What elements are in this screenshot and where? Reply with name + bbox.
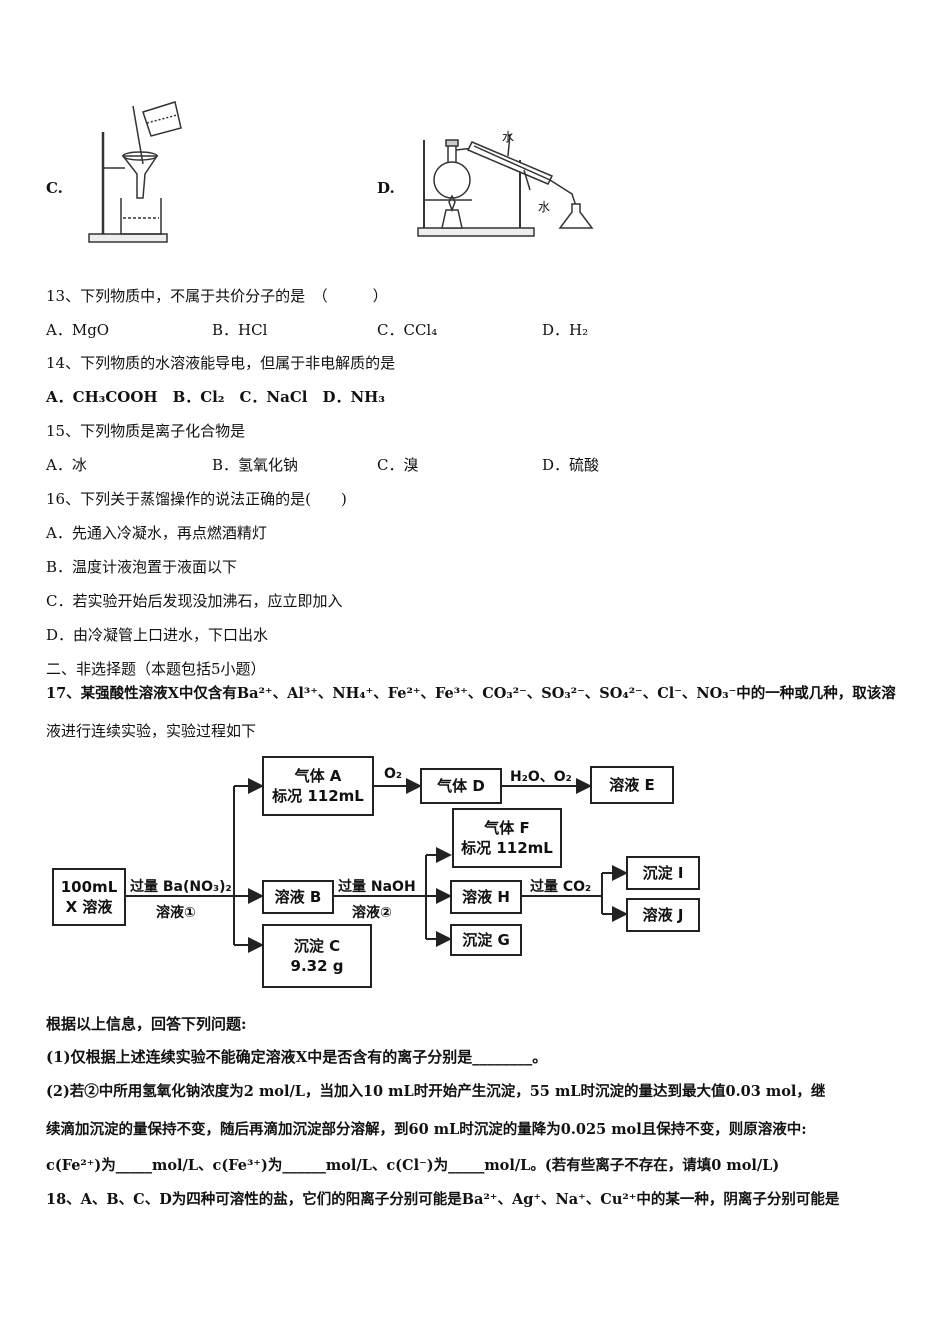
q17-part1: (1)仅根据上述连续实验不能确定溶液X中是否含有的离子分别是________。 bbox=[46, 1048, 548, 1066]
flow-precipitate-c-mass: 9.32 g bbox=[290, 957, 344, 975]
flow-reagent1-name: 过量 Ba(NO₃)₂ bbox=[130, 879, 232, 895]
flow-box-gas-f: 气体 F 标况 112mL bbox=[452, 808, 562, 868]
flow-solution-j-name: 溶液 J bbox=[642, 906, 684, 924]
q16-option-d: D．由冷凝管上口进水，下口出水 bbox=[46, 626, 269, 644]
water-out-label: 水 bbox=[538, 200, 551, 214]
q14-stem: 14、下列物质的水溶液能导电，但属于非电解质的是 bbox=[46, 354, 396, 372]
distillation-apparatus-figure bbox=[417, 133, 594, 237]
flow-reagent1-label: 溶液① bbox=[156, 905, 196, 921]
flow-gas-f-name: 气体 F bbox=[484, 819, 530, 837]
flow-box-precipitate-i: 沉淀 I bbox=[626, 856, 700, 890]
flow-solution-e-name: 溶液 E bbox=[609, 776, 655, 794]
flow-solution-h-name: 溶液 H bbox=[462, 888, 510, 906]
q15-option-b: B．氢氧化钠 bbox=[212, 456, 299, 474]
q17-part2-line2: 续滴加沉淀的量保持不变，随后再滴加沉淀部分溶解，到60 mL时沉淀的量降为0.0… bbox=[46, 1121, 807, 1138]
flow-h2o-o2-label: H₂O、O₂ bbox=[510, 769, 572, 785]
q16-option-c: C．若实验开始后发现没加沸石，应立即加入 bbox=[46, 592, 343, 610]
flow-x-name: X 溶液 bbox=[65, 898, 113, 916]
q16-option-a: A．先通入冷凝水，再点燃酒精灯 bbox=[46, 524, 267, 542]
q15-option-a: A．冰 bbox=[46, 456, 87, 474]
q17-stem-line1: 17、某强酸性溶液X中仅含有Ba²⁺、Al³⁺、NH₄⁺、Fe²⁺、Fe³⁺、C… bbox=[46, 685, 896, 702]
q15-option-c: C．溴 bbox=[377, 456, 419, 474]
flow-box-solution-h: 溶液 H bbox=[450, 880, 522, 914]
q17-part2-line3: c(Fe²⁺)为_____mol/L、c(Fe³⁺)为______mol/L、c… bbox=[46, 1157, 780, 1174]
option-d-label: D. bbox=[377, 179, 395, 197]
q14-options: A．CH₃COOH B．Cl₂ C．NaCl D．NH₃ bbox=[46, 388, 385, 406]
q15-stem: 15、下列物质是离子化合物是 bbox=[46, 422, 246, 440]
q16-option-b: B．温度计液泡置于液面以下 bbox=[46, 558, 238, 576]
flow-box-precipitate-c: 沉淀 C 9.32 g bbox=[262, 924, 372, 988]
flow-box-solution-x: 100mL X 溶液 bbox=[52, 868, 126, 926]
flow-box-gas-a: 气体 A 标况 112mL bbox=[262, 756, 374, 816]
section-heading: 二、非选择题（本题包括5小题） bbox=[46, 660, 266, 678]
flow-gas-d-name: 气体 D bbox=[437, 777, 485, 795]
q13-option-a: A．MgO bbox=[46, 321, 110, 339]
flow-box-gas-d: 气体 D bbox=[420, 768, 502, 804]
flow-gas-f-volume: 标况 112mL bbox=[461, 839, 553, 857]
flow-gas-a-volume: 标况 112mL bbox=[272, 787, 364, 805]
flow-solution-b-name: 溶液 B bbox=[274, 888, 322, 906]
q13-option-b: B．HCl bbox=[212, 321, 268, 339]
q13-option-d: D．H₂ bbox=[542, 321, 589, 339]
flow-reagent2-label: 溶液② bbox=[352, 905, 392, 921]
flow-reagent2-name: 过量 NaOH bbox=[338, 879, 416, 895]
q13-option-c: C．CCl₄ bbox=[377, 321, 438, 339]
flow-precipitate-c-name: 沉淀 C bbox=[293, 937, 341, 955]
flow-co2-label: 过量 CO₂ bbox=[530, 879, 592, 895]
q16-stem: 16、下列关于蒸馏操作的说法正确的是( ) bbox=[46, 490, 347, 508]
flow-box-solution-e: 溶液 E bbox=[590, 766, 674, 804]
flow-x-volume: 100mL bbox=[60, 878, 118, 896]
flow-precipitate-i-name: 沉淀 I bbox=[642, 864, 684, 882]
flow-o2-label: O₂ bbox=[384, 766, 403, 782]
q17-part2-line1: (2)若②中所用氢氧化钠浓度为2 mol/L，当加入10 mL时开始产生沉淀，5… bbox=[46, 1083, 826, 1100]
option-c-label: C. bbox=[46, 179, 63, 197]
q17-info: 根据以上信息，回答下列问题: bbox=[46, 1015, 247, 1033]
flow-box-solution-b: 溶液 B bbox=[262, 880, 334, 914]
flow-box-precipitate-g: 沉淀 G bbox=[450, 924, 522, 956]
q13-stem: 13、下列物质中，不属于共价分子的是 （ ） bbox=[46, 287, 388, 305]
flow-gas-a-name: 气体 A bbox=[294, 767, 342, 785]
flow-precipitate-g-name: 沉淀 G bbox=[462, 931, 510, 949]
q15-option-d: D．硫酸 bbox=[542, 456, 600, 474]
q18-stem-line1: 18、A、B、C、D为四种可溶性的盐，它们的阳离子分别可能是Ba²⁺、Ag⁺、N… bbox=[46, 1191, 840, 1208]
water-in-label: 水 bbox=[502, 130, 515, 144]
q17-stem-line2: 液进行连续实验，实验过程如下 bbox=[46, 722, 257, 740]
filtration-apparatus-figure bbox=[88, 101, 182, 243]
flow-box-solution-j: 溶液 J bbox=[626, 898, 700, 932]
